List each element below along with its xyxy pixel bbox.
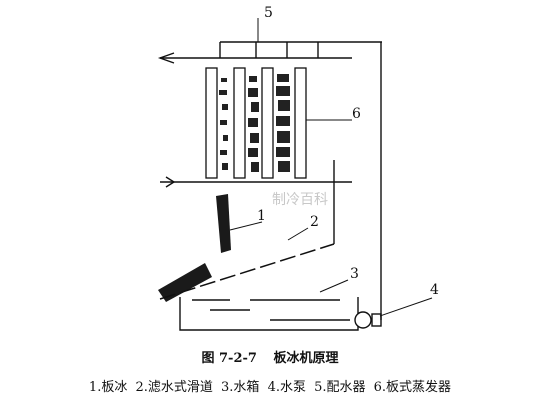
- pump-outlet: [371, 313, 382, 327]
- figure-caption: 图 7-2-7 板冰机原理: [0, 347, 540, 366]
- falling-ice-sheet: [216, 194, 231, 253]
- legend-item: 6.板式蒸发器: [373, 380, 452, 395]
- water-pump: [354, 311, 372, 329]
- label-tank: 3: [350, 266, 359, 282]
- legend-item: 4.水泵: [267, 380, 306, 395]
- watermark: 制冷百科: [272, 192, 328, 208]
- leader-line-3: [319, 279, 349, 293]
- legend-item: 3.水箱: [221, 380, 260, 395]
- water-tank: [179, 297, 359, 331]
- legend: 1.板冰 2.滤水式滑道 3.水箱 4.水泵 5.配水器 6.板式蒸发器: [0, 376, 540, 395]
- label-evaporator: 6: [352, 106, 361, 122]
- refrigerant-outlet-line: [157, 52, 352, 64]
- figure-number: 图 7-2-7: [201, 351, 257, 366]
- leader-line-1: [229, 221, 263, 231]
- leader-line-2: [287, 227, 309, 241]
- refrigerant-inlet-line: [160, 176, 352, 188]
- legend-item: 5.配水器: [314, 380, 366, 395]
- water-filter-chute: [159, 243, 335, 300]
- label-chute: 2: [310, 214, 319, 230]
- plate-evaporator: [205, 67, 307, 179]
- legend-item: 1.板冰: [88, 380, 128, 395]
- figure-title: 板冰机原理: [273, 351, 339, 366]
- leader-line-4: [379, 297, 433, 317]
- water-distributor: [219, 41, 382, 58]
- label-distributor: 5: [264, 5, 273, 21]
- label-pump: 4: [430, 282, 439, 298]
- ice-buildup: [219, 74, 290, 172]
- legend-item: 2.滤水式滑道: [135, 380, 213, 395]
- sliding-ice-sheet: [158, 263, 212, 302]
- label-ice-sheet: 1: [257, 208, 266, 224]
